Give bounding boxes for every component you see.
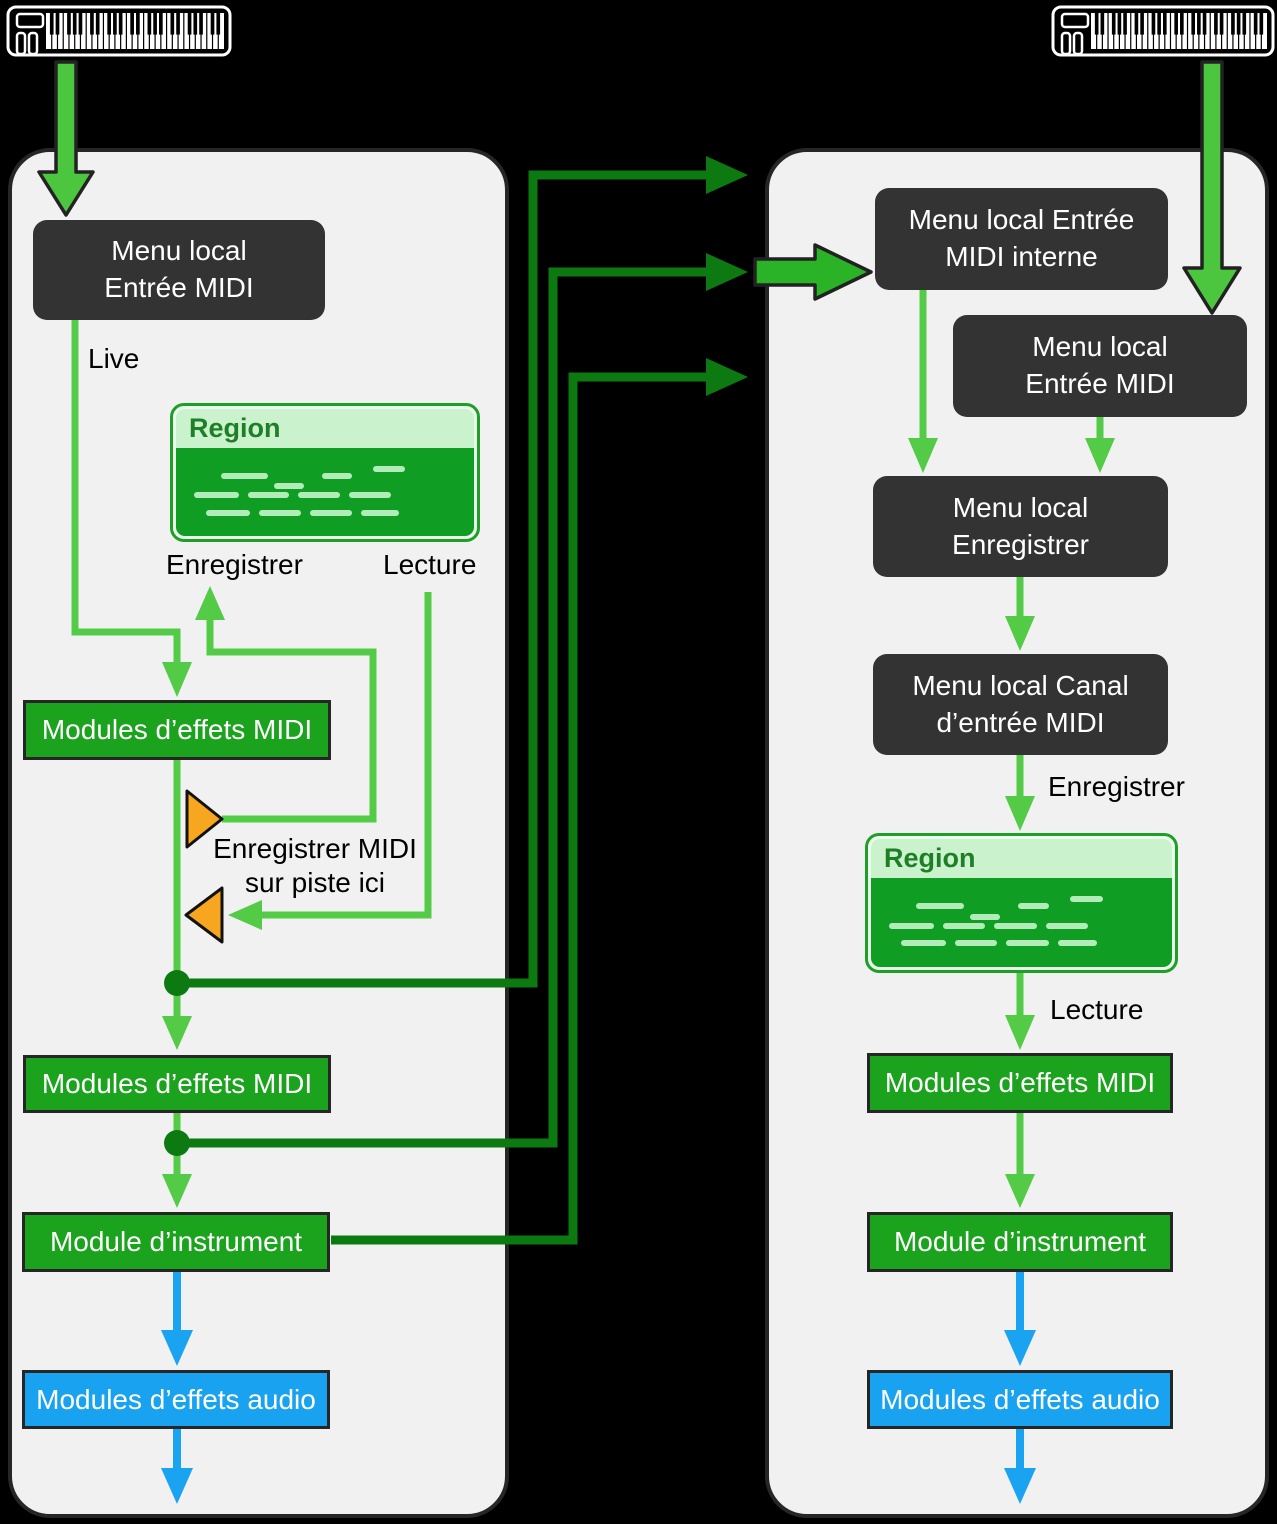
midi-note-bar [322, 472, 352, 479]
modules-effets-audio-box-left: Modules d’effets audio [22, 1370, 330, 1429]
enregistrer-label-left: Enregistrer [166, 549, 303, 580]
enregistrer-label-right: Enregistrer [1048, 771, 1185, 802]
keyboard-arrow-right [1182, 60, 1242, 315]
menu-entree-midi-box-right: Menu local Entrée MIDI [953, 315, 1247, 417]
midi-note-bar [994, 922, 1037, 929]
midi-note-bar [1057, 940, 1097, 947]
module-instrument-box-left: Module d’instrument [22, 1212, 330, 1272]
arrowhead-enregistrer-up [195, 586, 225, 620]
midi-note-bar [889, 922, 935, 929]
midi-note-bar [1018, 902, 1049, 909]
midi-note-bar [901, 940, 947, 947]
arrowhead-tap2 [706, 253, 748, 291]
modules-effets-audio-box-right: Modules d’effets audio [867, 1370, 1173, 1429]
arrowhead-audio-out-right [1004, 1468, 1036, 1504]
arrowhead-into-instrument-right [1005, 1174, 1035, 1208]
lecture-label-left: Lecture [383, 549, 477, 580]
modules-effets-midi-box-2: Modules d’effets MIDI [23, 1055, 331, 1113]
arrowhead-lecture-left [228, 900, 262, 930]
arrowhead-interne-down [908, 438, 938, 473]
internal-midi-thick-arrow [753, 243, 873, 301]
midi-note-bar [259, 509, 302, 516]
menu-enregistrer-box: Menu local Enregistrer [873, 476, 1168, 577]
midi-note-bar [310, 509, 352, 516]
midi-note-bar [247, 492, 290, 498]
arrowhead-audio-left [161, 1330, 193, 1366]
playback-point-marker [184, 886, 224, 944]
arrowhead-region-down [1005, 796, 1035, 831]
arrowhead-tap1 [706, 156, 748, 194]
modules-effets-midi-box-right: Modules d’effets MIDI [867, 1053, 1173, 1113]
module-instrument-box-right: Module d’instrument [867, 1212, 1173, 1272]
midi-note-bar [360, 509, 400, 516]
record-tap-wire [206, 620, 377, 823]
arrowhead-canal-down [1005, 616, 1035, 651]
lecture-label-right: Lecture [1050, 994, 1144, 1025]
arrowhead-midi-fx-down [1005, 1015, 1035, 1050]
junction-dot-2 [164, 1130, 190, 1156]
menu-canal-entree-midi-box: Menu local Canal d’entrée MIDI [873, 654, 1168, 755]
midi-note-bar [193, 492, 239, 498]
region-notes-left [176, 448, 474, 536]
modules-effets-midi-box-1: Modules d’effets MIDI [23, 700, 331, 760]
midi-note-bar [274, 483, 305, 490]
midi-note-bar [205, 509, 251, 516]
region-box-right: Region [865, 833, 1178, 973]
menu-entree-midi-box-left: Menu local Entrée MIDI [33, 220, 325, 320]
arrowhead-audio-out-left [161, 1468, 193, 1504]
arrowhead-entree-midi-down [1085, 438, 1115, 473]
arrowhead-into-instrument-left [162, 1174, 192, 1208]
menu-entree-midi-interne-box: Menu local Entrée MIDI interne [875, 188, 1168, 290]
arrowhead-audio-right [1004, 1330, 1036, 1366]
record-point-marker [185, 789, 224, 849]
midi-note-bar [348, 492, 391, 498]
arrowhead-into-midi-fx-2 [162, 1016, 192, 1050]
arrowhead-into-midi-fx-1 [162, 662, 192, 697]
keyboard-arrow-left [37, 60, 95, 217]
instrument-to-right-panel-wire [331, 372, 707, 1245]
lecture-return-wire [262, 592, 432, 919]
midi-note-bar [1006, 940, 1049, 947]
junction-dot-1 [164, 970, 190, 996]
midi-note-bar [1045, 922, 1088, 929]
midi-note-bar [970, 913, 1001, 920]
midi-keyboard-icon-right [1051, 5, 1275, 57]
region-title-left: Region [176, 409, 474, 448]
midi-note-bar [298, 492, 340, 498]
midi-note-bar [955, 940, 998, 947]
tap1-to-right-panel-wire [177, 170, 707, 988]
midi-note-bar [220, 472, 269, 479]
tap2-to-interne-wire [177, 267, 707, 1148]
midi-note-bar [916, 902, 965, 909]
region-notes-right [871, 878, 1172, 967]
region-box-left: Region [170, 403, 480, 542]
live-label: Live [88, 343, 140, 374]
region-title-right: Region [871, 839, 1172, 878]
live-wire [71, 320, 181, 662]
midi-keyboard-icon-left [6, 5, 232, 57]
midi-note-bar [1069, 895, 1103, 902]
arrowhead-tap3 [706, 358, 748, 396]
record-here-label: Enregistrer MIDI sur piste ici [213, 833, 417, 899]
midi-note-bar [943, 922, 986, 929]
midi-note-bar [372, 465, 406, 472]
